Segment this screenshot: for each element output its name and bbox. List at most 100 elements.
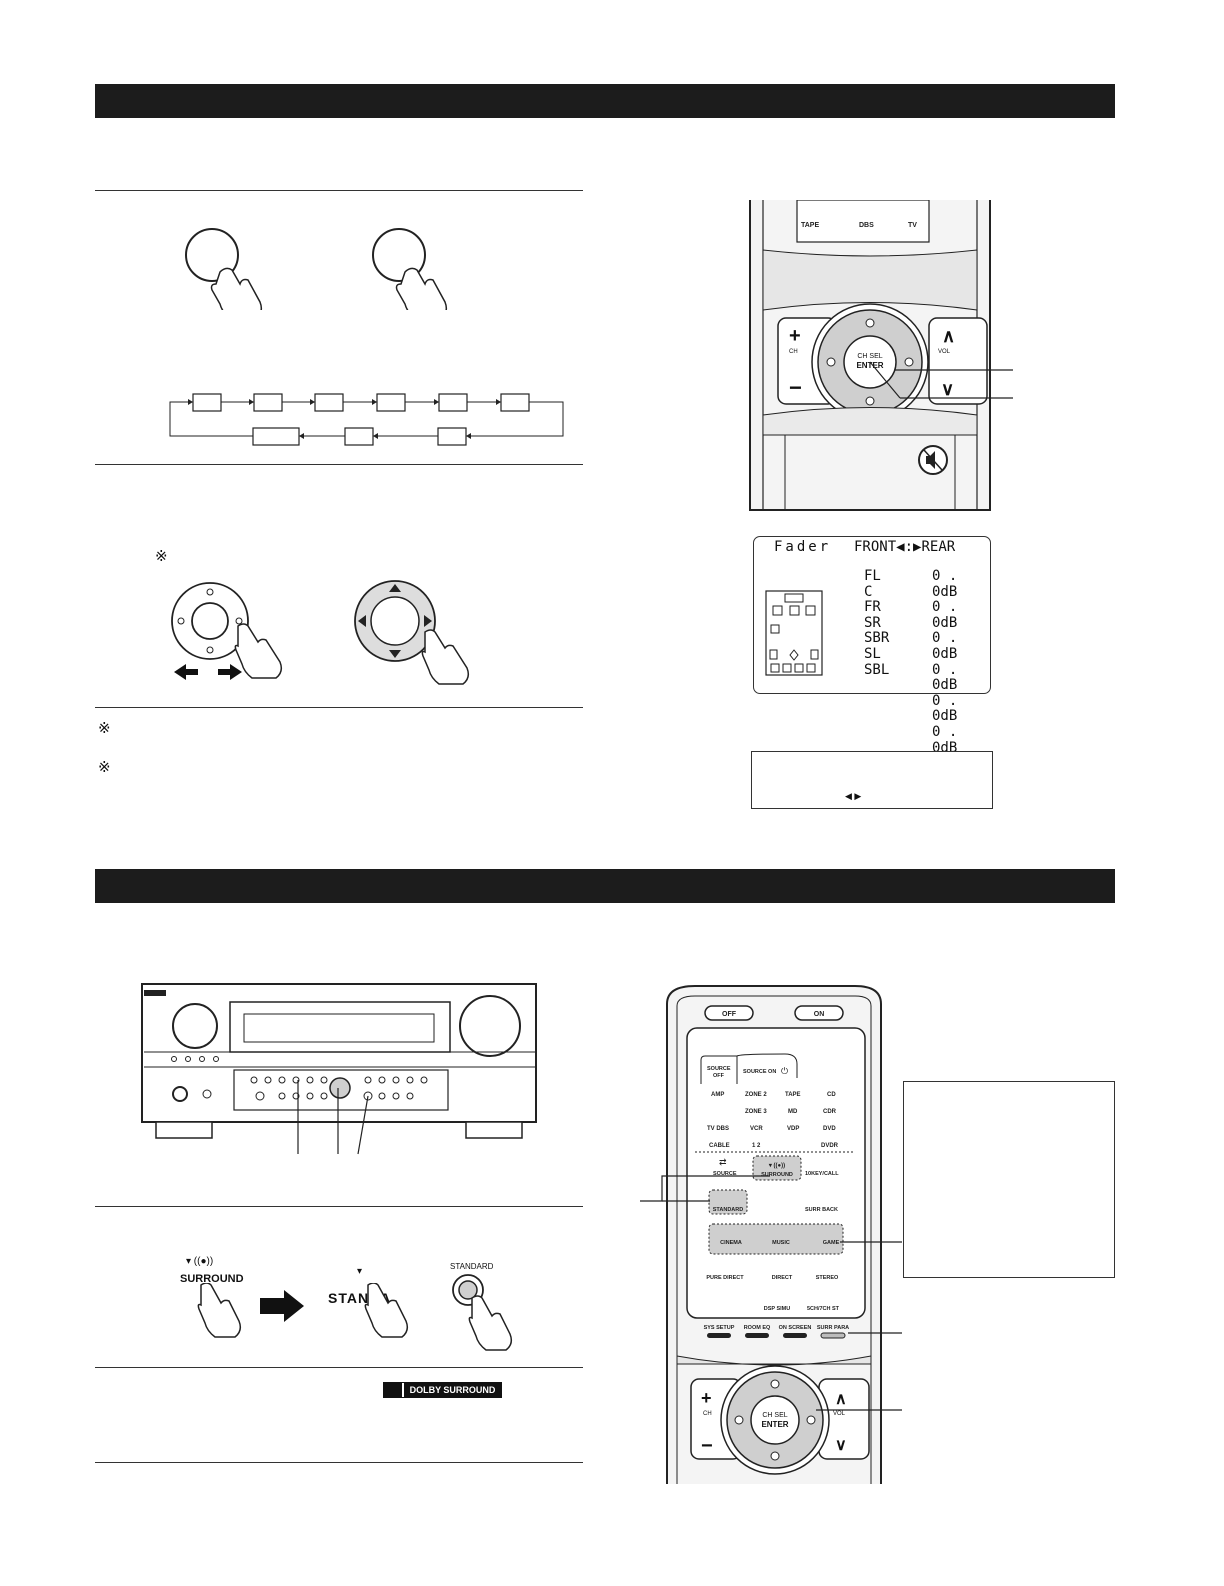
grid-tv-dbs: TV DBS — [707, 1126, 729, 1132]
remote-top-vol-label: VOL — [938, 349, 951, 355]
grid-dvd: DVD — [823, 1126, 836, 1132]
remote-bottom-enter: ENTER — [761, 1420, 788, 1429]
hand-press-icon-1 — [197, 1283, 242, 1338]
cinema-label: CINEMA — [720, 1240, 742, 1246]
sys-setup-label: SYS SETUP — [704, 1325, 735, 1331]
grid-zone3: ZONE 3 — [745, 1109, 767, 1115]
divider-1 — [95, 190, 583, 191]
fader-channel-name: C — [864, 583, 873, 600]
fader-mode-sep: : — [904, 539, 914, 555]
mute-icon — [926, 451, 935, 469]
grid-cable: CABLE — [709, 1143, 730, 1149]
grid-vcr: VCR — [750, 1126, 763, 1132]
display-arrows-icon: ◀ ▶ — [845, 791, 862, 801]
remote-top-enter: ENTER — [856, 361, 883, 370]
remote-standard-label: STANDARD — [713, 1207, 743, 1213]
fader-channel-name: SBL — [864, 661, 890, 678]
section-header-bar-bottom — [95, 869, 1115, 903]
fader-channel-value: 0 . 0dB — [932, 568, 958, 600]
tab-source-on-label: SOURCE ON — [743, 1069, 776, 1075]
arrow-right-icon — [260, 1290, 304, 1322]
on-button-label: ON — [814, 1011, 825, 1018]
note-mark-2: ※ — [98, 720, 111, 737]
remote-bottom-ch-label: CH — [703, 1411, 712, 1417]
ch-plus-icon-2: + — [701, 1388, 712, 1408]
grid-amp: AMP — [711, 1092, 724, 1098]
fader-mode-left: FRONT — [854, 539, 897, 555]
dolby-double-d-icon — [384, 1383, 402, 1397]
note-mark-3: ※ — [98, 759, 111, 776]
fader-channel-value: 0 . 0dB — [932, 630, 958, 662]
fader-channel-value: 0 . 0dB — [932, 692, 958, 725]
remote-top-ch-label: CH — [789, 349, 798, 355]
speaker-layout-icon — [765, 590, 823, 676]
divider-2 — [95, 464, 583, 465]
grid-md: MD — [788, 1109, 798, 1115]
fader-channel-name: FL — [864, 568, 881, 584]
channel-cycle-diagram — [169, 393, 564, 446]
ch-plus-icon: + — [789, 325, 801, 347]
remote-bottom-leader-lines — [640, 1175, 902, 1411]
press-button-illustration-2 — [372, 228, 448, 310]
remote-top-dbs-label: DBS — [859, 222, 874, 229]
fader-channel-name: SR — [864, 614, 881, 631]
vol-up-icon-2: ∧ — [835, 1391, 847, 1408]
fader-channel-name: SBR — [864, 630, 890, 647]
surr-back-label: SURR BACK — [805, 1207, 838, 1213]
source-swap-icon: ⇄ — [719, 1157, 727, 1167]
divider-5 — [95, 1367, 583, 1368]
fader-title: Fader — [774, 539, 832, 555]
section-header-bar-top — [95, 84, 1115, 118]
remote-surround-label: SURROUND — [761, 1172, 793, 1178]
off-button-label: OFF — [722, 1011, 737, 1018]
grid-dvdr: DVDR — [821, 1143, 839, 1149]
music-label: MUSIC — [772, 1240, 790, 1246]
remote-top-ch-sel: CH SEL — [857, 353, 882, 360]
grid-vdp: VDP — [787, 1126, 799, 1132]
ch-minus-icon-2: − — [701, 1435, 713, 1457]
dolby-surround-logo: DOLBY SURROUND — [383, 1382, 502, 1398]
surr-para-label: SURR PARA — [817, 1325, 849, 1331]
remote-bottom-ch-sel: CH SEL — [762, 1412, 787, 1419]
fader-mode-right: REAR — [921, 539, 956, 555]
surround-button-label: SURROUND — [180, 1273, 244, 1285]
vol-up-icon: ∧ — [942, 326, 955, 346]
vol-down-icon: ∨ — [941, 379, 954, 399]
dolby-logo-text: DOLBY SURROUND — [404, 1383, 501, 1397]
grid-tape: TAPE — [785, 1092, 801, 1098]
game-label: GAME — [823, 1240, 840, 1246]
standard-button-illustration — [452, 1274, 513, 1351]
standard-button-label: STANDARD — [450, 1262, 494, 1271]
divider-3 — [95, 707, 583, 708]
5ch7ch-st-label: 5CH/7CH ST — [807, 1306, 840, 1312]
info-box — [903, 1081, 1115, 1278]
surround-sound-icon: ▾ ((●)) — [186, 1256, 214, 1267]
remote-top-tape-label: TAPE — [801, 222, 819, 229]
grid-cd: CD — [827, 1092, 836, 1098]
cursor-left-right-illustration-2 — [354, 580, 470, 685]
power-icon: ⏻ — [781, 1066, 788, 1076]
grid-cdr: CDR — [823, 1109, 837, 1115]
room-eq-label: ROOM EQ — [744, 1325, 771, 1331]
left-arrow-icon: ◀ — [896, 539, 905, 555]
remote-top-tv-label: TV — [908, 222, 917, 229]
note-mark-1: ※ — [155, 548, 168, 565]
divider-6 — [95, 1462, 583, 1463]
press-button-illustration-1 — [185, 228, 263, 310]
tab-source-off-line2: OFF — [713, 1073, 725, 1079]
hand-press-icon-2 — [364, 1283, 409, 1338]
dsp-simu-label: DSP SIMU — [764, 1306, 791, 1312]
fader-channel-name: FR — [864, 599, 881, 616]
divider-4 — [95, 1206, 583, 1207]
grid-zone2: ZONE 2 — [745, 1092, 767, 1098]
direct-label: DIRECT — [772, 1275, 793, 1281]
ch-minus-icon: − — [789, 375, 802, 400]
on-screen-label: ON SCREEN — [779, 1325, 812, 1331]
remote-bottom-vol-label: VOL — [833, 1411, 846, 1417]
remote-control-top: TAPE DBS TV + CH − ∧ VOL ∨ CH SEL ENTER — [749, 200, 1013, 511]
front-display-panel: ◀ ▶ — [751, 751, 993, 809]
pure-direct-label: PURE DIRECT — [706, 1275, 744, 1281]
fader-mode: FRONT◀:▶REAR — [854, 539, 955, 555]
